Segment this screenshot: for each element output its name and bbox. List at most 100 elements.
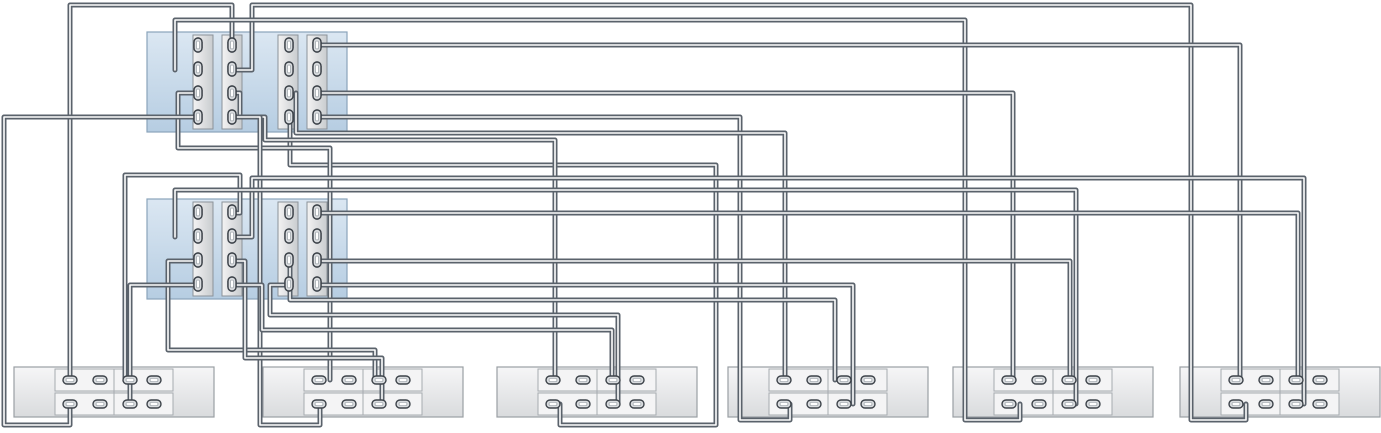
shelf-port — [1001, 375, 1017, 385]
shelf-port — [1312, 375, 1328, 385]
shelf-2 — [262, 366, 464, 418]
cable — [229, 114, 323, 428]
controller-port — [284, 252, 294, 268]
shelf-port — [1085, 375, 1101, 385]
cable — [172, 17, 1023, 423]
controller-port — [227, 228, 237, 244]
controller-port — [227, 37, 237, 53]
shelf-port — [575, 375, 591, 385]
controller-port — [193, 252, 203, 268]
shelf-port — [836, 375, 852, 385]
shelf-port — [146, 375, 162, 385]
shelf-port — [341, 399, 357, 409]
cable — [67, 2, 235, 383]
shelf-port — [629, 399, 645, 409]
controller-port — [312, 204, 322, 220]
controller-port — [312, 61, 322, 77]
shelf-port — [1061, 375, 1077, 385]
shelf-port — [1288, 399, 1304, 409]
controller-port — [312, 37, 322, 53]
ports-layer — [62, 37, 1328, 409]
shelf-port — [395, 399, 411, 409]
shelf-port — [371, 375, 387, 385]
cable — [229, 2, 1249, 423]
shelf-port — [629, 375, 645, 385]
controller-port — [227, 85, 237, 101]
shelf-port — [92, 375, 108, 385]
controller-port — [312, 252, 322, 268]
shelf-port — [1031, 375, 1047, 385]
shelf-4 — [727, 366, 929, 418]
controller-port — [227, 109, 237, 125]
controller-port — [227, 204, 237, 220]
controller-port — [312, 85, 322, 101]
shelf-port — [1001, 399, 1017, 409]
shelf-port — [605, 375, 621, 385]
shelf-port — [92, 399, 108, 409]
shelf-port — [1312, 399, 1328, 409]
shelf-3 — [496, 366, 698, 418]
controller-port — [284, 61, 294, 77]
shelf-port — [122, 375, 138, 385]
cable — [287, 114, 719, 428]
shelf-port — [1258, 375, 1274, 385]
controller-slot — [192, 201, 214, 297]
controller-port — [284, 204, 294, 220]
shelf-5 — [952, 366, 1154, 418]
shelf-port — [776, 399, 792, 409]
cable — [314, 258, 1073, 383]
shelf-port — [605, 399, 621, 409]
shelf-port — [122, 399, 138, 409]
controller-port — [284, 37, 294, 53]
shelf-port — [836, 399, 852, 409]
cable — [314, 210, 1301, 383]
shelf-port — [341, 375, 357, 385]
controller-port — [284, 276, 294, 292]
cable — [314, 114, 793, 423]
cable — [267, 282, 621, 407]
controller-slot — [306, 201, 328, 297]
cable — [314, 282, 856, 407]
cable — [1, 114, 201, 428]
shelf-port — [860, 399, 876, 409]
controller-port — [227, 276, 237, 292]
shelf-6 — [1179, 366, 1381, 418]
shelf-1 — [13, 366, 215, 418]
controller-port — [193, 204, 203, 220]
controller-port — [284, 228, 294, 244]
shelf-port — [806, 375, 822, 385]
shelf-port — [1085, 399, 1101, 409]
controller-port — [193, 61, 203, 77]
cable — [175, 90, 333, 383]
shelf-port — [545, 399, 561, 409]
controller-port — [193, 276, 203, 292]
shelf-port — [1258, 399, 1274, 409]
cable — [293, 90, 788, 383]
controller-port — [312, 276, 322, 292]
controller-slot — [192, 34, 214, 130]
shelf-port — [146, 399, 162, 409]
controller-port — [284, 109, 294, 125]
shelf-port — [545, 375, 561, 385]
shelf-port — [62, 375, 78, 385]
shelf-port — [575, 399, 591, 409]
shelf-port — [806, 399, 822, 409]
shelf-port — [1288, 375, 1304, 385]
controller-port — [227, 252, 237, 268]
cable — [287, 258, 838, 383]
controller-port — [227, 61, 237, 77]
controller-port — [193, 37, 203, 53]
controller-port — [312, 228, 322, 244]
shelf-port — [860, 375, 876, 385]
shelf-port — [311, 399, 327, 409]
shelf-port — [395, 375, 411, 385]
cable — [314, 42, 1243, 383]
controller-port — [312, 109, 322, 125]
shelf-port — [371, 399, 387, 409]
shelves-layer — [13, 366, 1381, 418]
cable — [229, 175, 1307, 407]
cable — [229, 90, 558, 383]
cable — [172, 187, 1079, 407]
cable — [127, 282, 201, 407]
